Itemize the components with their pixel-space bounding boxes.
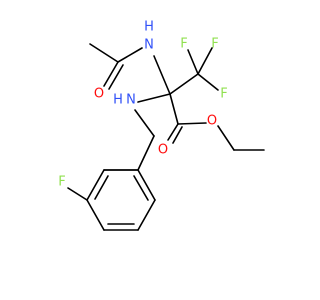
- bond-CF3-F2: [197, 47, 213, 75]
- bond-central-amineN: [137, 93, 171, 103]
- aryl-F-label: F: [58, 175, 65, 190]
- amide-N-label: N: [144, 38, 154, 53]
- ester-carbonyl-O-label: O: [158, 143, 168, 158]
- CF3-F-top-right-label: F: [211, 37, 218, 52]
- amine-N-label: N: [126, 93, 136, 108]
- bond-ester-CO-a: [167, 123, 179, 141]
- ring-bond-1: [86, 169, 105, 201]
- structure-canvas: H N O N H F F F O O F: [58, 20, 265, 231]
- bond-ring-F: [67, 187, 88, 201]
- bond-amideN-central: [153, 55, 171, 95]
- ring-inner-1: [94, 175, 109, 200]
- bond-CH2a-CH2b: [137, 135, 155, 171]
- bond-methyl-carbonyl: [89, 43, 119, 63]
- bond-carbonyl-O-a: [103, 61, 119, 87]
- bond-carbonyl-O-b: [108, 64, 124, 90]
- atom-labels: H N O N H F F F O O F: [58, 20, 227, 190]
- CF3-F-right-label: F: [220, 87, 227, 102]
- ester-link-O-label: O: [207, 114, 217, 129]
- amide-H-label: H: [144, 20, 154, 35]
- bond-esterC-Olink: [177, 122, 207, 125]
- ring-inner-3: [133, 175, 149, 201]
- bond-CF3-F3: [197, 73, 219, 91]
- bond-central-CF3: [169, 73, 199, 95]
- ring-bond-4: [137, 199, 156, 231]
- bond-ester-CO-b: [172, 126, 183, 144]
- ring-bond-5: [137, 169, 156, 201]
- CF3-F-top-left-label: F: [180, 37, 187, 52]
- bond-central-esterC: [169, 93, 179, 125]
- acetyl-O-label: O: [94, 87, 104, 102]
- bonds: [67, 43, 265, 231]
- bond-Olink-CH2: [217, 125, 235, 151]
- molecule-structure: H N O N H F F F O O F: [58, 20, 265, 231]
- bond-amineN-CH2a: [134, 109, 155, 137]
- ring-bond-2: [86, 199, 105, 231]
- amine-H-label: H: [113, 93, 123, 108]
- bond-CF3-F1: [187, 49, 199, 75]
- bond-carbonyl-amideN: [117, 47, 143, 63]
